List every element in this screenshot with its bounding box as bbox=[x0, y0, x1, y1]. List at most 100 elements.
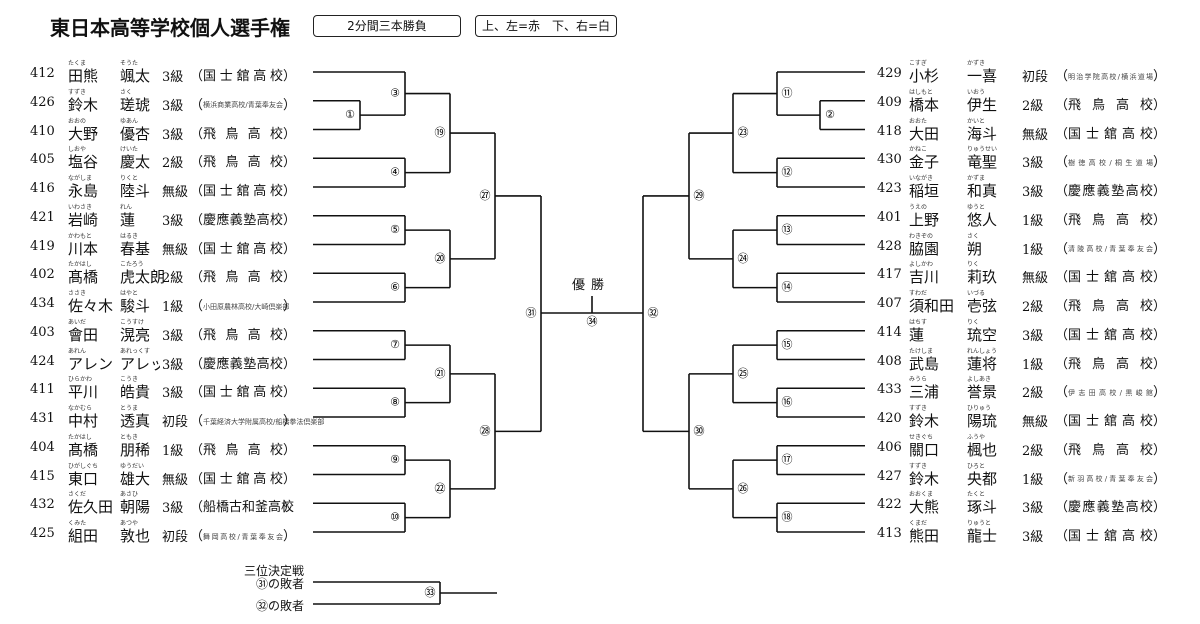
school-name: 国士舘高校 bbox=[203, 385, 284, 401]
family-name-kana: かねこ bbox=[909, 146, 928, 154]
player-grade: 1級 bbox=[162, 300, 184, 315]
paren-close: ） bbox=[283, 299, 297, 314]
family-name: 三浦 bbox=[909, 383, 940, 402]
family-name-kana: かわもと bbox=[68, 232, 92, 240]
player-number: 405 bbox=[30, 152, 55, 168]
given-name-kana: りゅうせい bbox=[967, 146, 998, 154]
paren-open: （ bbox=[1055, 155, 1069, 171]
player-grade: 3級 bbox=[162, 127, 184, 143]
match-number-m14: ⑭ bbox=[782, 281, 793, 294]
match-number-m25: ㉕ bbox=[738, 367, 749, 380]
given-name: 駿斗 bbox=[120, 297, 151, 315]
given-name: 透真 bbox=[120, 412, 151, 430]
school-affiliation: （慶應義塾高校） bbox=[1055, 180, 1166, 199]
paren-close: ） bbox=[1153, 385, 1167, 401]
given-name-kana: あつや bbox=[120, 520, 139, 527]
family-name-kana: たかはし bbox=[68, 433, 92, 441]
given-name: 敦也 bbox=[120, 527, 151, 545]
given-name-kana: ともき bbox=[120, 433, 139, 441]
school-affiliation: （国士舘高校） bbox=[190, 238, 296, 257]
family-name: 蓮 bbox=[909, 325, 925, 344]
match-number-m30: ㉚ bbox=[694, 424, 705, 437]
paren-close: ） bbox=[283, 471, 297, 487]
family-name: 武島 bbox=[909, 354, 940, 373]
school-name: 飛鳥高校 bbox=[1068, 299, 1154, 314]
family-name: 橋本 bbox=[909, 95, 940, 114]
given-name: 龍士 bbox=[967, 527, 998, 545]
player-number: 411 bbox=[30, 382, 55, 398]
paren-close: ） bbox=[1153, 97, 1167, 113]
paren-open: （ bbox=[190, 327, 204, 343]
school-affiliation: （飛鳥高校） bbox=[190, 151, 296, 170]
paren-open: （ bbox=[190, 500, 204, 516]
given-name: 央都 bbox=[967, 469, 998, 488]
family-name-kana: はしもと bbox=[909, 88, 933, 96]
family-name: 會田 bbox=[68, 325, 99, 344]
player-grade: 3級 bbox=[1022, 501, 1044, 517]
player-number: 409 bbox=[877, 94, 902, 110]
given-name: 莉玖 bbox=[967, 268, 998, 287]
school-name: 国士舘高校 bbox=[203, 69, 284, 84]
paren-close: ） bbox=[1153, 529, 1167, 544]
paren-open: （ bbox=[190, 241, 204, 257]
given-name: 琢斗 bbox=[967, 498, 998, 517]
given-name-kana: ひろと bbox=[967, 462, 986, 470]
school-affiliation: （飛鳥高校） bbox=[1055, 94, 1166, 113]
family-name: 永島 bbox=[68, 182, 99, 200]
family-name: 大野 bbox=[68, 124, 99, 143]
paren-close: ） bbox=[1153, 471, 1167, 487]
player-grade: 3級 bbox=[162, 501, 184, 517]
player-number: 419 bbox=[30, 238, 55, 254]
player-number: 403 bbox=[30, 324, 55, 340]
paren-close: ） bbox=[283, 529, 297, 544]
paren-close: ） bbox=[283, 385, 297, 401]
school-affiliation: （国士舘高校） bbox=[190, 468, 296, 487]
family-name-kana: ひがしぐち bbox=[68, 462, 99, 470]
match-number-m15: ⑮ bbox=[782, 338, 793, 351]
given-name: 雄大 bbox=[120, 469, 151, 488]
family-name: 川本 bbox=[68, 239, 99, 258]
family-name-kana: あいだ bbox=[68, 318, 87, 326]
given-name: 朋稀 bbox=[120, 440, 151, 459]
school-affiliation: （横浜商業高校/青葉奉友会） bbox=[190, 94, 296, 113]
paren-open: （ bbox=[190, 385, 204, 401]
player-number: 434 bbox=[30, 296, 55, 311]
match-number-m13: ⑬ bbox=[782, 223, 793, 236]
paren-close: ） bbox=[283, 155, 297, 171]
family-name-kana: なかむら bbox=[68, 405, 93, 412]
school-name: 明治学院高校/横浜道場 bbox=[1068, 72, 1154, 81]
school-affiliation: （新羽高校/青葉奉友会） bbox=[1055, 468, 1166, 487]
school-affiliation: （飛鳥高校） bbox=[1055, 439, 1166, 458]
given-name-kana: ゆうだい bbox=[120, 462, 145, 470]
school-affiliation: （樹徳高校/桐生道場） bbox=[1055, 151, 1166, 170]
player-row: 424あれんアレンあれっくすアレックス3級（慶應義塾高校） bbox=[0, 346, 1200, 374]
school-name: 飛鳥高校 bbox=[1068, 212, 1154, 228]
given-name: 朝陽 bbox=[120, 498, 151, 517]
player-grade: 無級 bbox=[1022, 415, 1049, 430]
school-name: 国士舘高校 bbox=[203, 241, 284, 257]
player-grade: 無級 bbox=[1022, 127, 1049, 143]
player-number: 432 bbox=[30, 497, 55, 513]
family-name-kana: ささき bbox=[68, 290, 87, 297]
school-affiliation: （国士舘高校） bbox=[190, 65, 296, 84]
paren-open: （ bbox=[190, 299, 204, 314]
third-place-title: 三位決定戦 bbox=[243, 564, 304, 578]
match-number-m29: ㉙ bbox=[694, 189, 705, 202]
paren-close: ） bbox=[1153, 442, 1167, 458]
paren-open: （ bbox=[1055, 97, 1069, 113]
match-number-m34: ㉞ bbox=[587, 315, 598, 328]
family-name-kana: おおた bbox=[909, 117, 928, 125]
player-number: 415 bbox=[30, 468, 55, 484]
